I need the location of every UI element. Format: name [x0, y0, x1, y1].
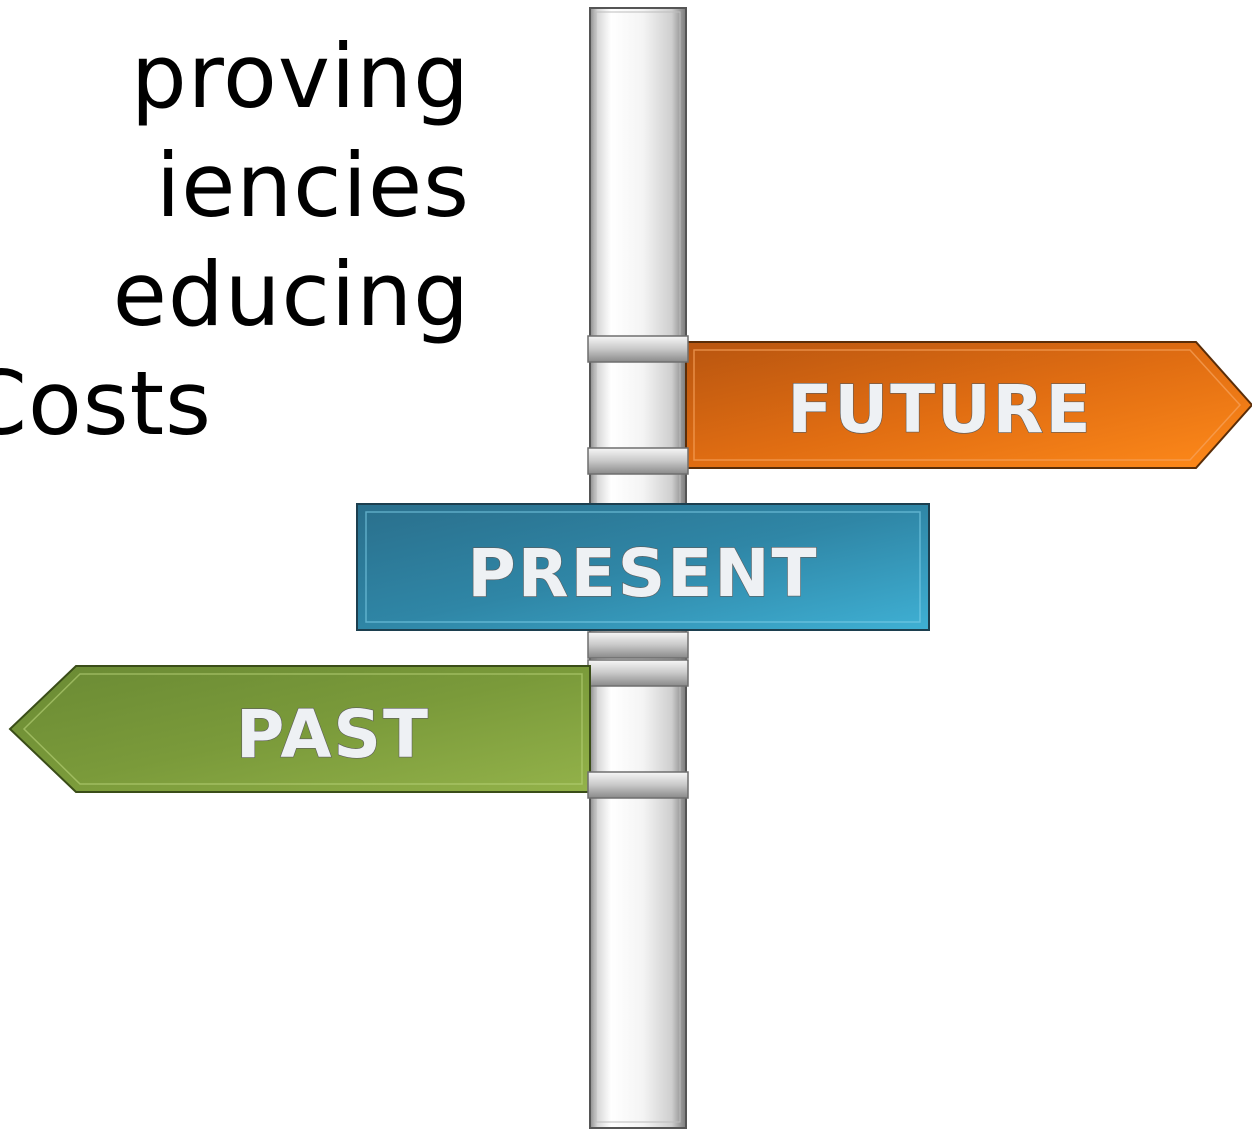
headline-line-4: Costs: [0, 352, 212, 455]
sign-future-label: FUTURE: [787, 371, 1092, 448]
sign-past: PAST: [8, 665, 591, 793]
sign-future: FUTURE: [685, 341, 1252, 469]
sign-present: PRESENT: [356, 503, 930, 631]
pole-band: [587, 631, 689, 659]
headline-line-3: educing: [112, 243, 470, 346]
headline-text: proving iencies educing Costs: [0, 22, 470, 458]
sign-present-label: PRESENT: [467, 535, 818, 612]
pole-band: [587, 335, 689, 363]
sign-past-label: PAST: [236, 696, 430, 773]
headline-line-1: proving: [130, 25, 470, 128]
pole-band: [587, 659, 689, 687]
headline-line-2: iencies: [155, 134, 470, 237]
pole-band: [587, 447, 689, 475]
pole-band: [587, 771, 689, 799]
